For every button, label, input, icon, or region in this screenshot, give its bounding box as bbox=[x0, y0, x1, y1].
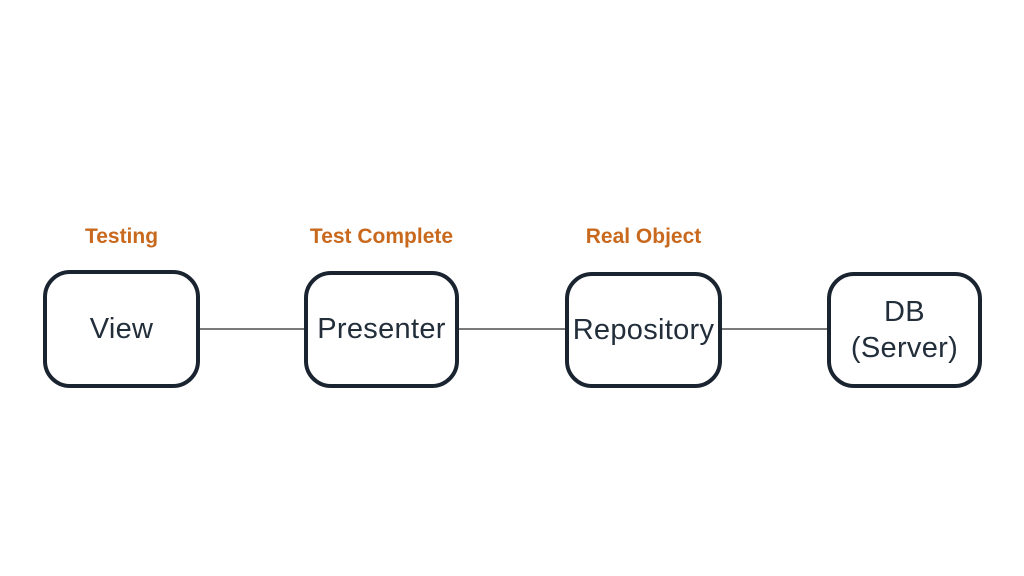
node-view: View bbox=[43, 270, 200, 388]
node-presenter-label: Presenter bbox=[317, 313, 446, 346]
stage-label-real-object: Real Object bbox=[585, 225, 702, 248]
connector-repository-db bbox=[721, 328, 828, 330]
connector-presenter-repository bbox=[458, 328, 566, 330]
node-db-server: DB (Server) bbox=[827, 272, 982, 388]
stage-label-testing: Testing bbox=[84, 225, 159, 248]
stage-label-test-complete: Test Complete bbox=[309, 225, 454, 248]
node-repository: Repository bbox=[565, 272, 722, 388]
node-presenter: Presenter bbox=[304, 271, 459, 388]
node-db-server-label-line2: (Server) bbox=[850, 332, 959, 364]
node-view-label: View bbox=[89, 312, 154, 345]
connector-view-presenter bbox=[199, 328, 305, 330]
node-db-server-label-line1: DB bbox=[884, 295, 925, 328]
node-repository-label: Repository bbox=[572, 313, 715, 346]
